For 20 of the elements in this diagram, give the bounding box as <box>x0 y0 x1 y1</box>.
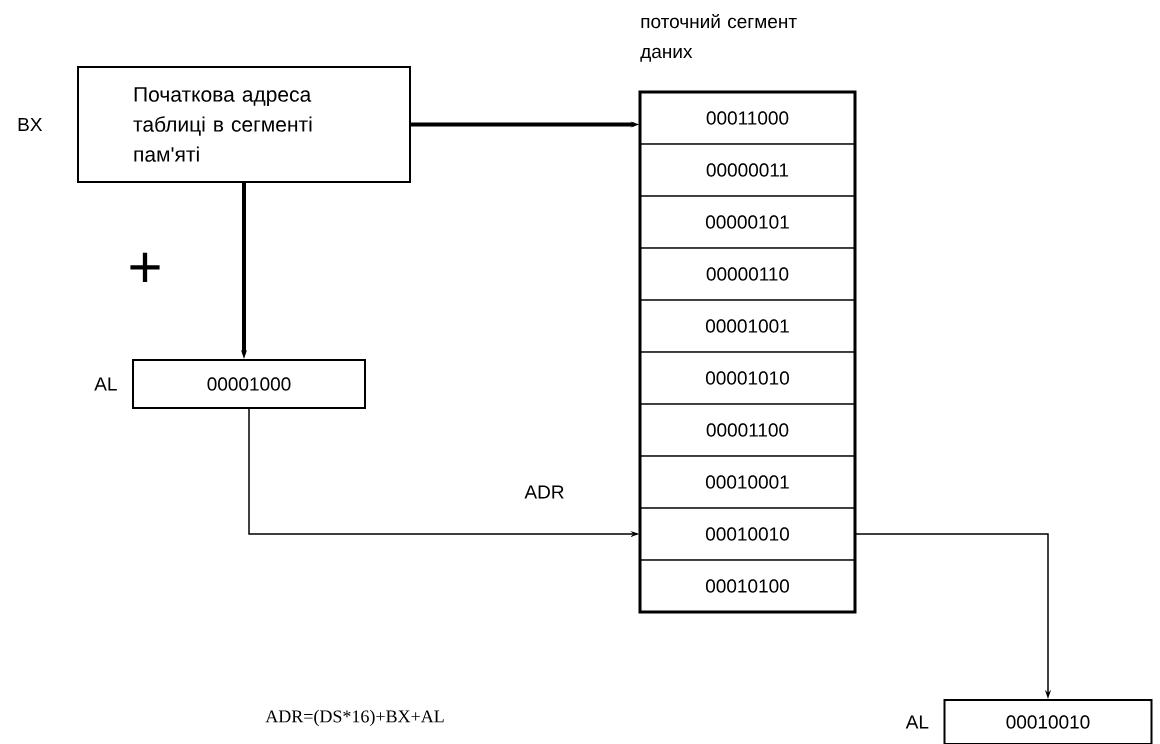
memory-cell: 00000110 <box>639 247 856 301</box>
text-box: Початкова адреса таблиці в сегменті пам'яті <box>77 66 411 183</box>
register-label: BX <box>18 117 43 132</box>
register-box: 00001000 <box>132 359 366 409</box>
memory-cell: 00001010 <box>639 351 856 405</box>
edge-label: ADR <box>524 485 564 499</box>
memory-cell: 00000101 <box>639 195 856 249</box>
memory-cell: 00011000 <box>639 91 856 145</box>
register-label: AL <box>94 377 117 391</box>
memory-cell: 00010100 <box>639 559 856 613</box>
register-label: AL <box>905 715 929 729</box>
plus-sign: + <box>130 252 160 283</box>
register-box: 00010010 <box>943 699 1153 744</box>
memory-cell: 00001100 <box>639 403 856 457</box>
memory-cell: 00001001 <box>639 299 856 353</box>
node-label: поточний сегмент даних <box>640 13 797 62</box>
memory-cell: 00000011 <box>639 143 856 197</box>
formula-text: ADR=(DS*16)+BX+AL <box>265 709 444 727</box>
memory-cell: 00010001 <box>639 455 856 509</box>
memory-cell: 00010010 <box>639 507 856 561</box>
